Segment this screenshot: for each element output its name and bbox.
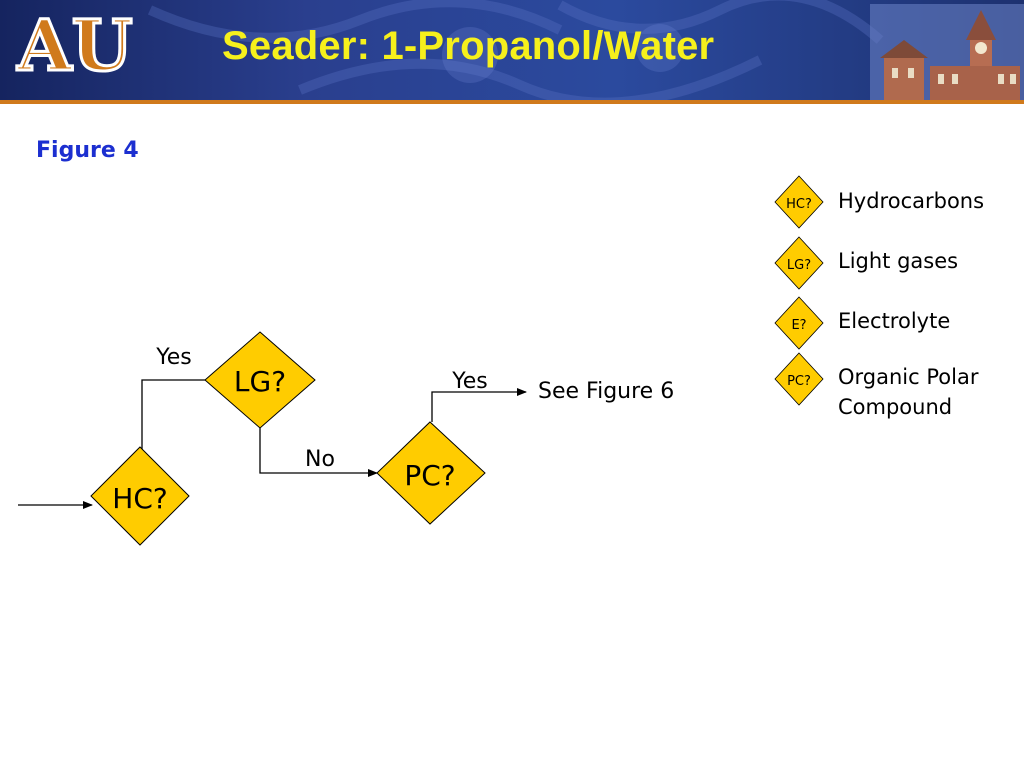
logo-text: AU <box>16 4 132 87</box>
legend-item-pc: PC? Organic Polar Compound <box>774 352 979 419</box>
pc-to-outcome-connector <box>431 388 527 422</box>
legend-label-compound: Compound <box>838 395 952 419</box>
legend-code-e: E? <box>791 318 806 333</box>
legend-item-lg: LG? Light gases <box>774 236 958 290</box>
figure-label: Figure 4 <box>36 138 139 163</box>
header-banner: AU Seader: 1-Propanol/Water <box>0 0 1024 104</box>
legend-label-organic-polar: Organic Polar <box>838 365 979 389</box>
page-title: Seader: 1-Propanol/Water <box>222 24 715 68</box>
auburn-logo: AU <box>15 3 134 89</box>
edge-label-no-lg: No <box>305 447 335 472</box>
legend-item-e: E? Electrolyte <box>774 296 950 350</box>
legend-label-hydrocarbons: Hydrocarbons <box>838 189 984 213</box>
edge-label-yes-pc: Yes <box>451 369 488 394</box>
legend-code-lg: LG? <box>787 258 811 273</box>
legend-item-hc: HC? Hydrocarbons <box>774 175 984 229</box>
banner-accent-stripe <box>0 100 1024 104</box>
legend-label-light-gases: Light gases <box>838 249 958 273</box>
hc-to-lg-connector <box>141 379 205 450</box>
outcome-see-figure-6: See Figure 6 <box>538 379 674 404</box>
legend-code-pc: PC? <box>787 374 811 389</box>
node-hc-label: HC? <box>112 482 167 515</box>
edge-label-yes-hc: Yes <box>155 345 192 370</box>
node-lg-label: LG? <box>234 365 286 398</box>
node-lg: LG? <box>204 331 316 429</box>
clock-tower-image <box>870 4 1024 100</box>
legend: HC? Hydrocarbons LG? Light gases E? Elec… <box>774 175 984 419</box>
node-pc-label: PC? <box>404 459 455 492</box>
banner-texture <box>147 0 884 104</box>
node-pc: PC? <box>376 421 486 525</box>
lg-to-pc-connector <box>259 428 378 477</box>
legend-code-hc: HC? <box>786 197 812 212</box>
node-hc: HC? <box>90 446 190 546</box>
legend-label-electrolyte: Electrolyte <box>838 309 950 333</box>
